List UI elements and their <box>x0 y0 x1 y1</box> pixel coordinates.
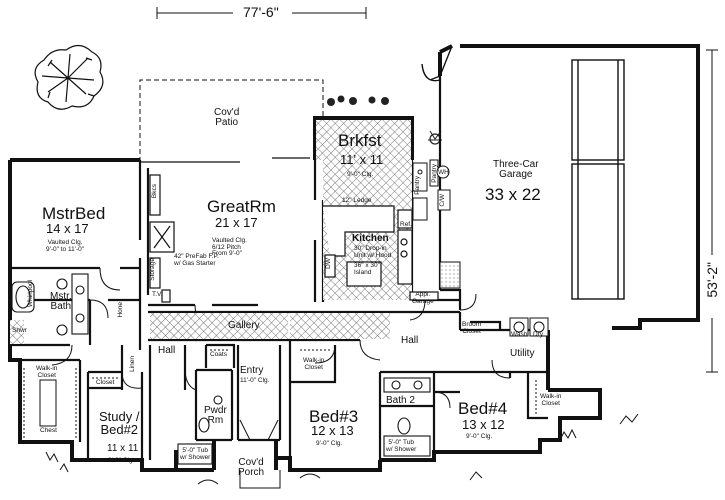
garage-size: 33 x 22 <box>485 185 541 204</box>
depth-dimension: 53'-2" <box>704 262 720 298</box>
hall-right-name: Hall <box>401 335 419 346</box>
brkfst-table <box>412 159 439 221</box>
storage-note: Storage <box>149 258 156 281</box>
wh-note: WH <box>438 169 449 176</box>
appl-garage-note: Appl.Garage <box>412 291 434 305</box>
mstrbed-size: 14 x 17 <box>46 221 89 236</box>
dw-note: DW <box>325 258 332 269</box>
mstrbed-ceiling: Vaulted Clg.9'-0" to 11'-0" <box>46 239 85 253</box>
fireplace-note: 42" PreFab F.P.w/ Gas Starter <box>174 253 219 267</box>
bed4-name: Bed#4 <box>458 399 508 418</box>
kitchen-name: Kitchen <box>352 233 389 244</box>
whirlpool-note: Whirlpool <box>27 280 34 308</box>
mstrbed-name: MstrBed <box>42 204 106 223</box>
chest-note: Chest <box>40 427 57 434</box>
coats-note: Coats <box>210 351 227 358</box>
mstr-bath-fixtures <box>11 273 89 336</box>
greatrm-name: GreatRm <box>207 197 276 216</box>
study-name: Study /Bed#2 <box>99 409 140 437</box>
greatrm-size: 21 x 17 <box>215 215 258 230</box>
bed4-size: 13 x 12 <box>462 417 505 432</box>
cw-note: C/W <box>439 194 446 207</box>
ref-note: Ref. <box>400 221 412 228</box>
depth-dimension-line <box>706 49 718 373</box>
garage-steps <box>439 261 461 289</box>
study-ceiling: 9'-0" Clg. <box>108 457 135 464</box>
bed3-name: Bed#3 <box>309 407 359 426</box>
mstrbath-name: Mstr.Bath <box>50 291 72 312</box>
tree-symbol <box>34 44 104 110</box>
closet-shelves <box>23 349 537 438</box>
utility-machines <box>436 165 549 337</box>
bath2-name: Bath 2 <box>386 395 415 406</box>
entry-ceiling: 11'-0" Clg. <box>240 377 270 384</box>
study-size: 11 x 11 <box>107 443 139 454</box>
exterior-walls <box>8 44 700 472</box>
bed3-size: 12 x 13 <box>311 423 354 438</box>
width-dimension: 77'-6" <box>243 4 279 20</box>
chest-furniture <box>39 379 57 427</box>
utility-name: Utility <box>510 348 535 359</box>
fireplace <box>149 174 175 303</box>
hone-note: Hone <box>117 302 124 318</box>
shower-note: Shwr <box>12 327 27 334</box>
hall-left-name: Hall <box>158 345 176 356</box>
pantry-note: Pantry <box>414 176 421 195</box>
shrubs <box>327 95 442 145</box>
brkfst-ceiling: 9'-0" Clg. <box>347 171 374 178</box>
covered-patio-outline <box>139 79 324 162</box>
entry-name: Entry <box>240 365 264 376</box>
brkfst-name: Brkfst <box>338 131 382 150</box>
bed3-ceiling: 9'-0" Clg. <box>316 440 343 447</box>
linen-note: Linen <box>129 356 136 372</box>
bkcs-note: Bkcs <box>151 184 158 199</box>
tv-note: T.V. <box>152 291 163 298</box>
front-landscape <box>45 413 639 489</box>
brkfst-size: 11' x 11 <box>340 152 384 167</box>
bath2-fixtures <box>177 377 431 465</box>
kitchen-counters <box>323 205 439 301</box>
width-dimension-line <box>156 7 367 19</box>
gallery-name: Gallery <box>228 320 260 331</box>
garage-details <box>421 45 625 300</box>
patio-edges <box>140 157 310 163</box>
bed4-ceiling: 9'-0" Clg. <box>466 433 493 440</box>
dry-note: Dry <box>533 331 544 338</box>
ledge-note: 12" Ledge <box>342 197 372 204</box>
wash-note: Wash <box>511 331 528 338</box>
study-closet-note: Closet <box>96 379 115 386</box>
